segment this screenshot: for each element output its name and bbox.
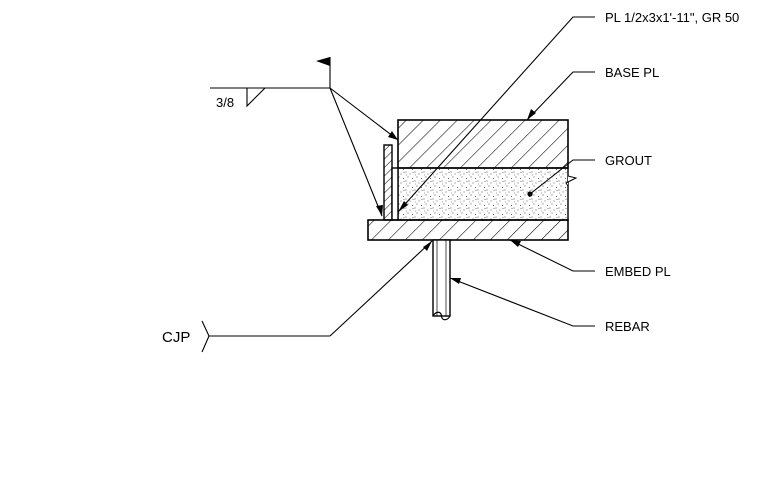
rebar-bar bbox=[432, 239, 451, 321]
rebar-leader bbox=[449, 277, 595, 327]
plate-leader bbox=[397, 16, 595, 213]
rebar-label: REBAR bbox=[605, 319, 650, 334]
embed-plate bbox=[367, 219, 569, 241]
plate-label: PL 1/2x3x1'-11", GR 50 bbox=[605, 10, 739, 25]
fillet-size-label: 3/8 bbox=[216, 95, 234, 110]
grout-layer bbox=[397, 167, 578, 221]
vertical-plate bbox=[383, 144, 399, 221]
grout-label: GROUT bbox=[605, 153, 652, 168]
grout-leader bbox=[527, 159, 595, 197]
fillet-weld-symbol bbox=[210, 57, 399, 217]
embed-pl-label: EMBED PL bbox=[605, 264, 671, 279]
base-pl-label: BASE PL bbox=[605, 65, 659, 80]
cjp-label: CJP bbox=[162, 329, 190, 346]
cjp-weld-symbol bbox=[201, 240, 433, 353]
embed-pl-leader bbox=[509, 239, 595, 272]
base-pl-leader bbox=[526, 71, 595, 121]
base-plate bbox=[397, 119, 569, 169]
field-weld-flag-icon bbox=[316, 57, 330, 66]
